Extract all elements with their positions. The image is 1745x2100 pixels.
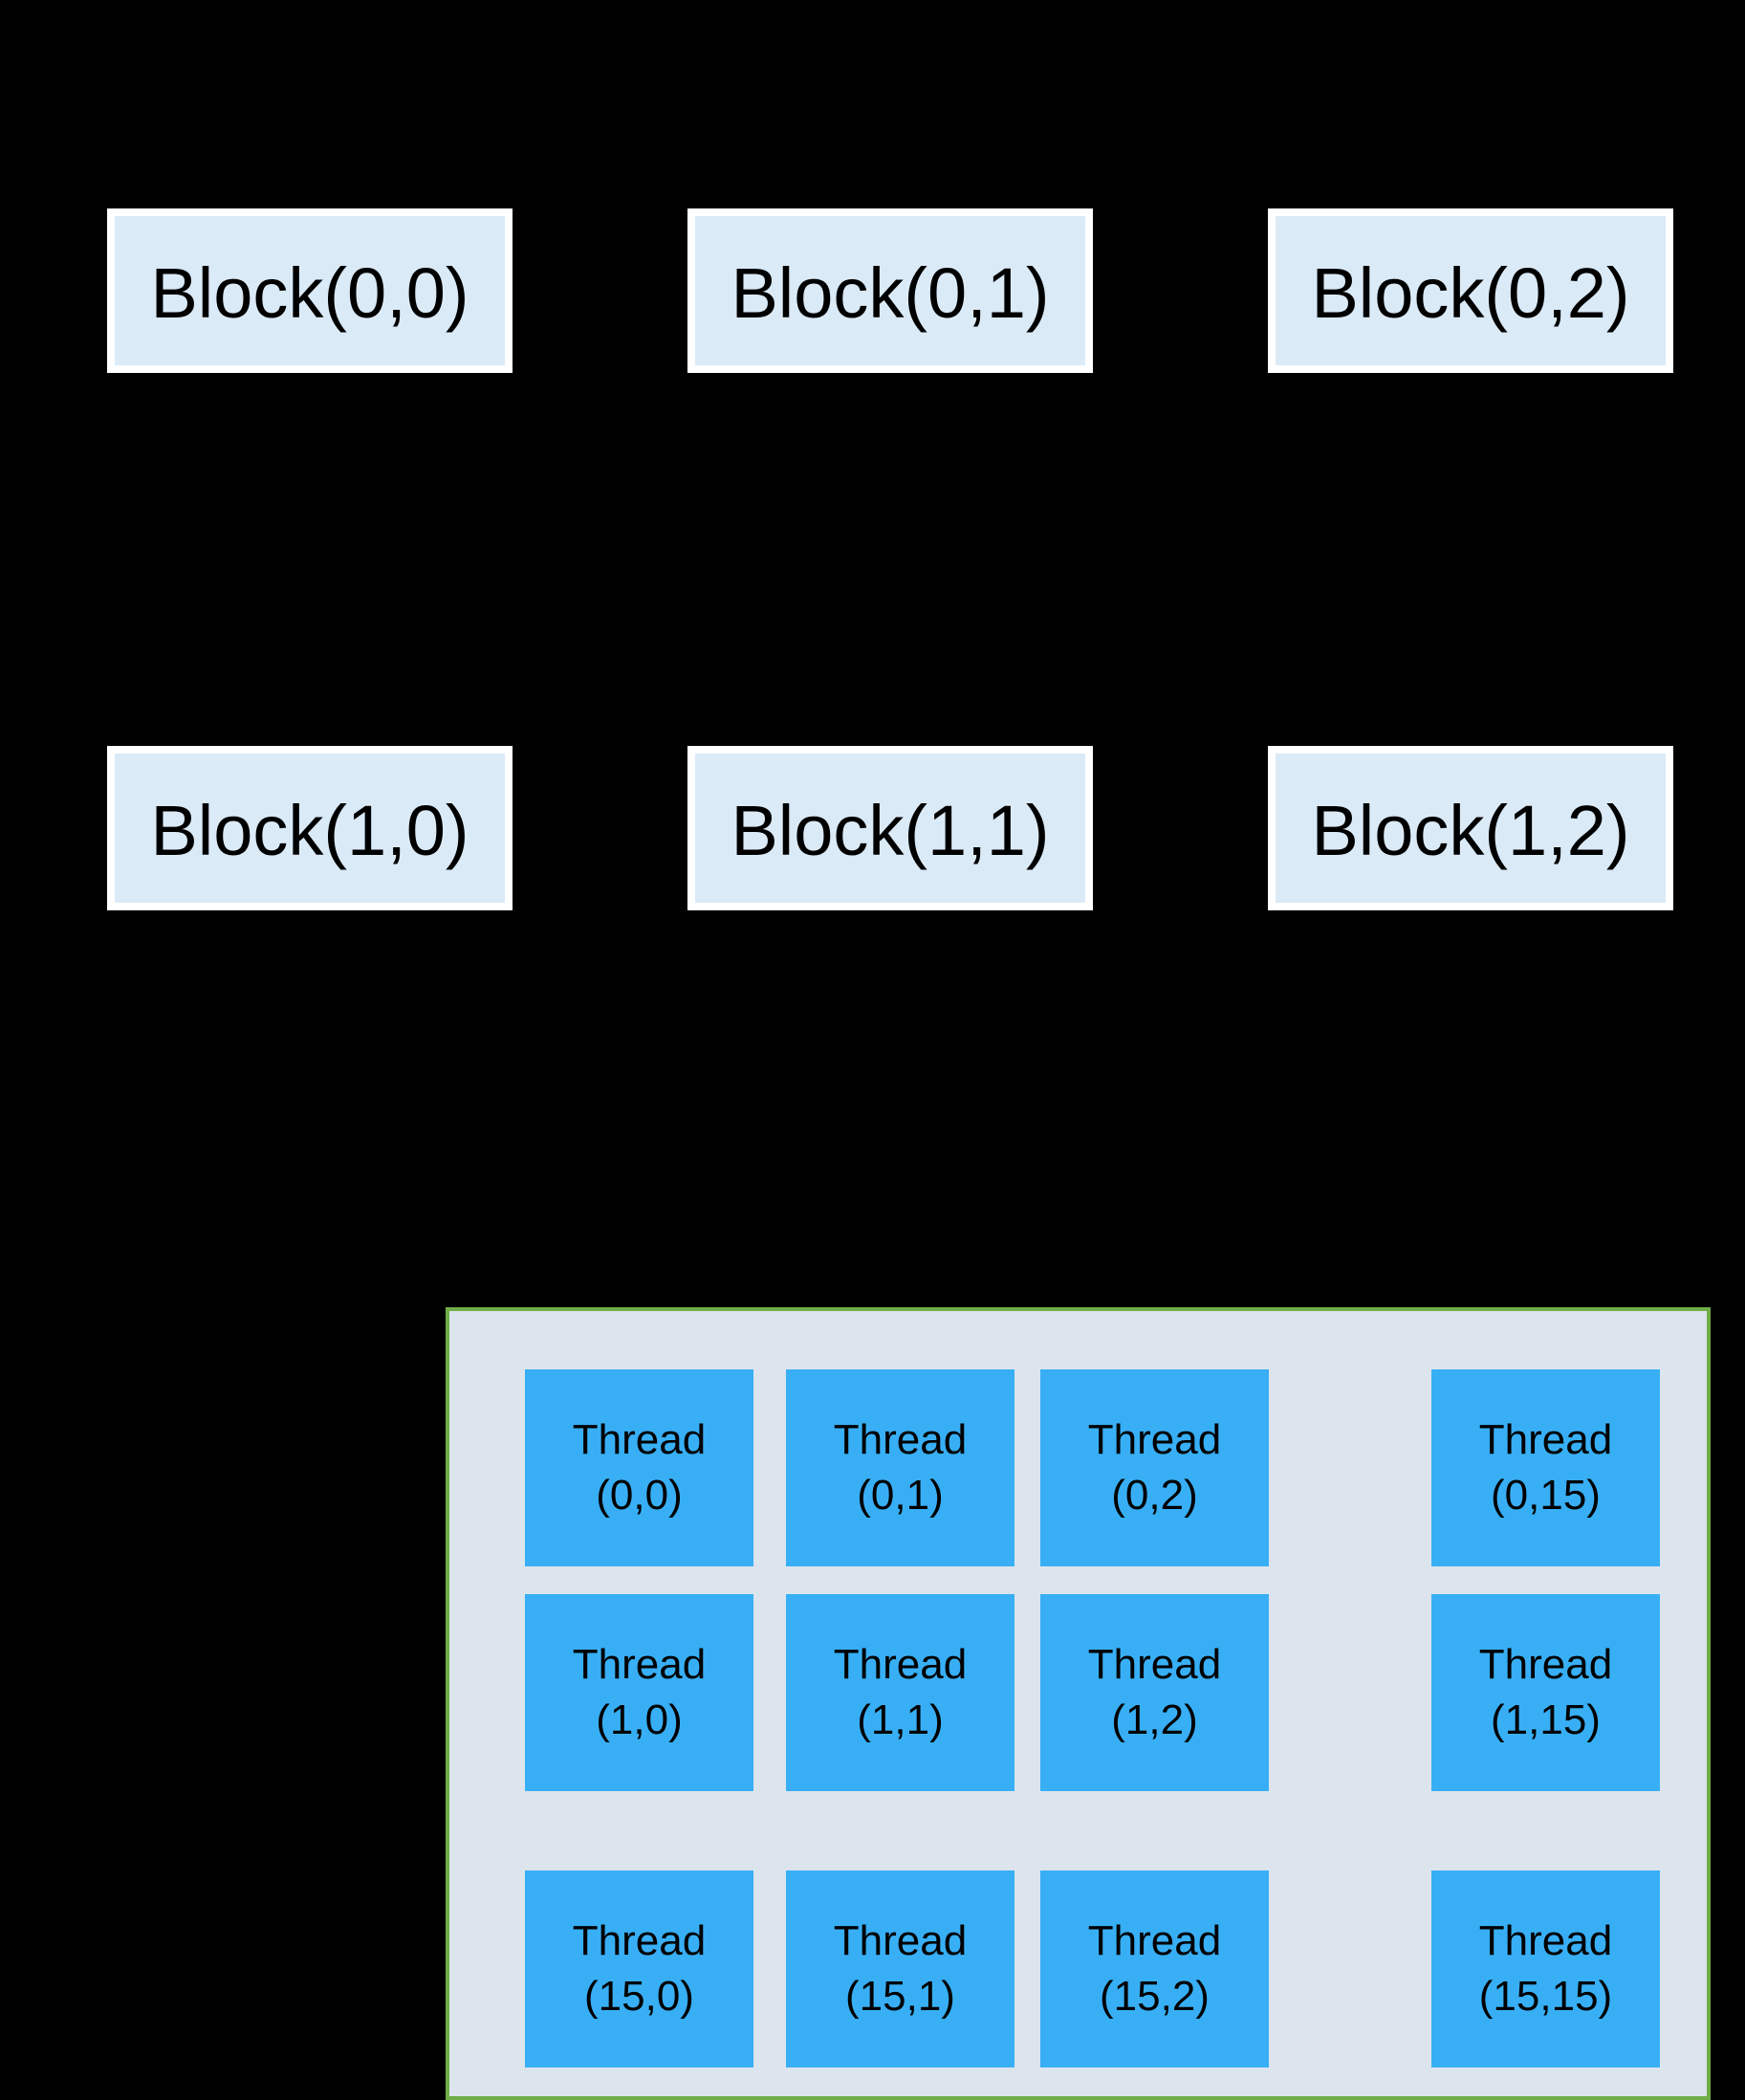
thread-cell-0-1: Thread (0,1) (786, 1369, 1014, 1566)
thread-cell-name: Thread (1478, 1641, 1613, 1688)
thread-cell-coords: (1,1) (857, 1696, 944, 1743)
block-label: Block(1,0) (150, 791, 469, 870)
thread-cell-name: Thread (1478, 1416, 1613, 1463)
block-label: Block(0,0) (150, 253, 469, 333)
block-label: Block(1,2) (1311, 791, 1630, 870)
thread-cell-coords: (1,2) (1111, 1696, 1198, 1743)
thread-cell-name: Thread (1087, 1917, 1222, 1964)
thread-cell-coords: (0,15) (1491, 1472, 1601, 1519)
thread-cell-0-0: Thread (0,0) (525, 1369, 753, 1566)
thread-cell-15-15: Thread (15,15) (1431, 1870, 1660, 2067)
block-box-1-2: Block(1,2) (1268, 746, 1673, 910)
thread-cell-name: Thread (572, 1917, 707, 1964)
thread-cell-15-1: Thread (15,1) (786, 1870, 1014, 2067)
thread-cell-coords: (15,15) (1478, 1973, 1613, 2020)
block-label: Block(1,1) (731, 791, 1050, 870)
thread-cell-name: Thread (833, 1917, 968, 1964)
thread-cell-0-15: Thread (0,15) (1431, 1369, 1660, 1566)
thread-block-container: Thread (0,0) Thread (0,1) Thread (0,2) T… (446, 1307, 1711, 2100)
block-label: Block(0,1) (731, 253, 1050, 333)
thread-cell-coords: (1,0) (596, 1696, 683, 1743)
thread-cell-name: Thread (572, 1641, 707, 1688)
thread-cell-15-2: Thread (15,2) (1040, 1870, 1269, 2067)
thread-cell-name: Thread (833, 1641, 968, 1688)
thread-cell-name: Thread (833, 1416, 968, 1463)
thread-cell-coords: (0,1) (857, 1472, 944, 1519)
thread-cell-0-2: Thread (0,2) (1040, 1369, 1269, 1566)
thread-cell-coords: (0,2) (1111, 1472, 1198, 1519)
thread-cell-coords: (1,15) (1491, 1696, 1601, 1743)
thread-cell-name: Thread (572, 1416, 707, 1463)
thread-cell-1-1: Thread (1,1) (786, 1594, 1014, 1791)
thread-cell-1-15: Thread (1,15) (1431, 1594, 1660, 1791)
thread-cell-name: Thread (1087, 1641, 1222, 1688)
thread-cell-1-0: Thread (1,0) (525, 1594, 753, 1791)
thread-cell-coords: (15,0) (584, 1973, 694, 2020)
thread-cell-coords: (0,0) (596, 1472, 683, 1519)
block-box-0-0: Block(0,0) (107, 208, 513, 373)
thread-cell-1-2: Thread (1,2) (1040, 1594, 1269, 1791)
thread-cell-15-0: Thread (15,0) (525, 1870, 753, 2067)
block-box-0-2: Block(0,2) (1268, 208, 1673, 373)
thread-cell-coords: (15,1) (845, 1973, 955, 2020)
thread-cell-name: Thread (1478, 1917, 1613, 1964)
block-box-1-1: Block(1,1) (687, 746, 1093, 910)
thread-cell-name: Thread (1087, 1416, 1222, 1463)
block-label: Block(0,2) (1311, 253, 1630, 333)
thread-cell-coords: (15,2) (1100, 1973, 1210, 2020)
block-box-0-1: Block(0,1) (687, 208, 1093, 373)
block-box-1-0: Block(1,0) (107, 746, 513, 910)
